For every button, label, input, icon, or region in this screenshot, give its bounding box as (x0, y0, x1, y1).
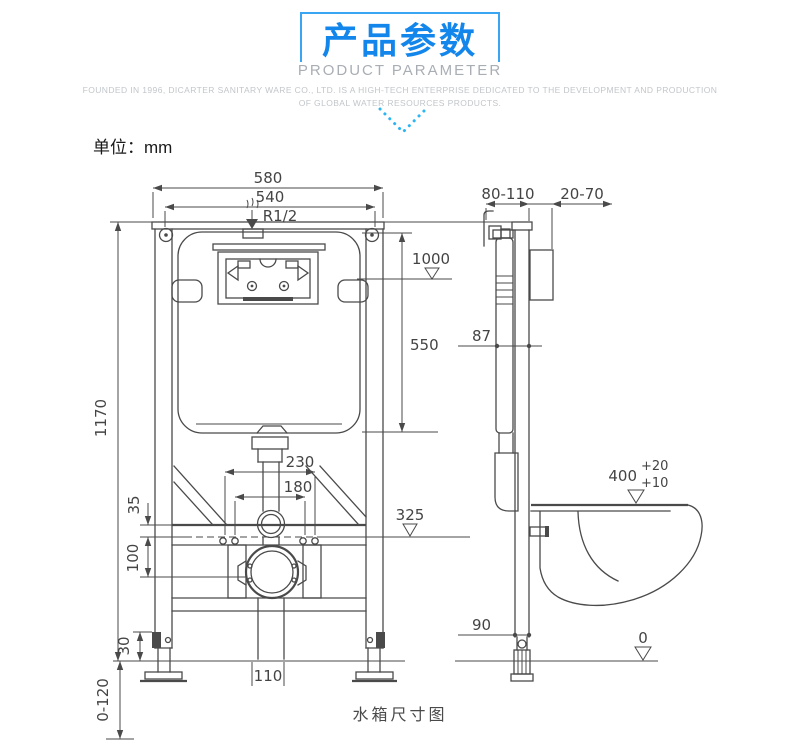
section-subtitle: PRODUCT PARAMETER (285, 62, 515, 79)
level-mark-0: 0 (638, 629, 648, 647)
dim-panel-depth: 20-70 (560, 185, 604, 203)
dim-inlet-thread: R1/2 (263, 207, 298, 225)
front-view-dimensions: 580 540 R1/2 1170 550 1000 230 (92, 169, 452, 740)
side-view-dimensions: 80-110 20-70 87 400 +20 +10 90 0 (458, 185, 668, 661)
company-description: FOUNDED IN 1996, DICARTER SANITARY WARE … (0, 84, 800, 109)
dim-foot-range: 0-120 (94, 678, 112, 722)
dim-seat-tolerance-upper: +20 (641, 459, 668, 474)
cistern-dimension-drawing: 580 540 R1/2 1170 550 1000 230 (92, 169, 703, 740)
dim-offset-35: 35 (125, 495, 143, 514)
front-view-drawing (113, 197, 470, 686)
dim-offset-100: 100 (124, 544, 142, 573)
dim-overall-width: 580 (254, 169, 283, 187)
unit-label: 单位：mm (93, 138, 173, 157)
side-view-drawing (383, 210, 703, 682)
dim-seat-height: 400 (608, 467, 637, 485)
drawing-caption: 水箱尺寸图 (352, 707, 448, 724)
dim-bolt-span-outer: 230 (286, 453, 315, 471)
dim-depth-range: 80-110 (481, 185, 534, 203)
company-description-line2: OF GLOBAL WATER RESOURCES PRODUCTS. (298, 97, 502, 108)
dim-87: 87 (472, 327, 491, 345)
dim-seat-tolerance-lower: +10 (641, 476, 668, 491)
level-mark-1000: 1000 (412, 250, 450, 268)
dim-foot-30: 30 (115, 636, 133, 655)
level-mark-325: 325 (396, 506, 425, 524)
dim-bolt-span-inner: 180 (284, 478, 313, 496)
dim-overall-height: 1170 (92, 399, 110, 437)
company-description-line1: FOUNDED IN 1996, DICARTER SANITARY WARE … (82, 85, 718, 95)
section-title: 产品参数 (321, 20, 478, 61)
chevron-down-icon (378, 107, 428, 135)
dim-90: 90 (472, 616, 491, 634)
dim-fixing-width: 540 (256, 188, 285, 206)
dim-drain-width: 110 (254, 667, 283, 685)
dim-tank-height: 550 (410, 336, 439, 354)
section-title-box: 产品参数 (300, 12, 500, 70)
